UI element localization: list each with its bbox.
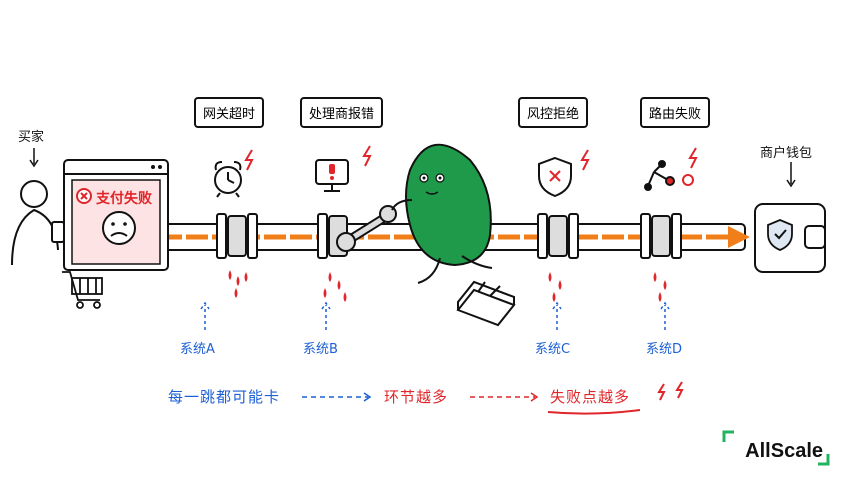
system-a-label: 系统A (180, 342, 215, 357)
leak-drops (228, 270, 667, 302)
alarm-clock-icon (214, 161, 242, 198)
failure-box-routing-failed: 路由失败 (640, 97, 711, 128)
pipe-joint-c (537, 213, 579, 259)
flow-step-3: 失败点越多 (550, 388, 631, 406)
buyer-figure (11, 180, 65, 266)
lightning-icon (244, 149, 254, 171)
shopping-cart-icon (62, 271, 103, 309)
sad-face-icon (102, 211, 136, 245)
flow-step-2: 环节越多 (384, 388, 449, 406)
flow-step-1: 每一跳都可能卡 (168, 388, 281, 406)
failure-box-processor-error: 处理商报错 (300, 97, 384, 128)
system-d-label: 系统D (646, 342, 683, 357)
system-c-label: 系统C (535, 342, 571, 357)
alert-mark-icon (329, 164, 335, 174)
wallet-shield-icon (754, 203, 826, 273)
brand-name: AllScale (745, 440, 823, 462)
brand-logo-icon (722, 430, 830, 466)
failure-box-gateway-timeout: 网关超时 (194, 97, 265, 128)
browser-window (63, 159, 169, 271)
flow-arrow-icon (728, 226, 750, 248)
system-pointers (200, 301, 670, 330)
system-b-label: 系统B (303, 342, 338, 357)
flow-arrows (302, 392, 539, 402)
green-character (391, 143, 493, 284)
underline-mark (547, 409, 641, 415)
pipe-joint-a (216, 213, 258, 259)
route-failure-icon (644, 160, 694, 191)
failure-box-risk-rejected: 风控拒绝 (518, 97, 589, 128)
toolbox-icon (456, 280, 516, 327)
buyer-label: 买家 (18, 130, 45, 145)
shield-x-icon (538, 156, 572, 198)
payment-error-text: 支付失败 (96, 191, 152, 207)
pipe-joint-d (640, 213, 682, 259)
merchant-label: 商户钱包 (760, 146, 813, 161)
